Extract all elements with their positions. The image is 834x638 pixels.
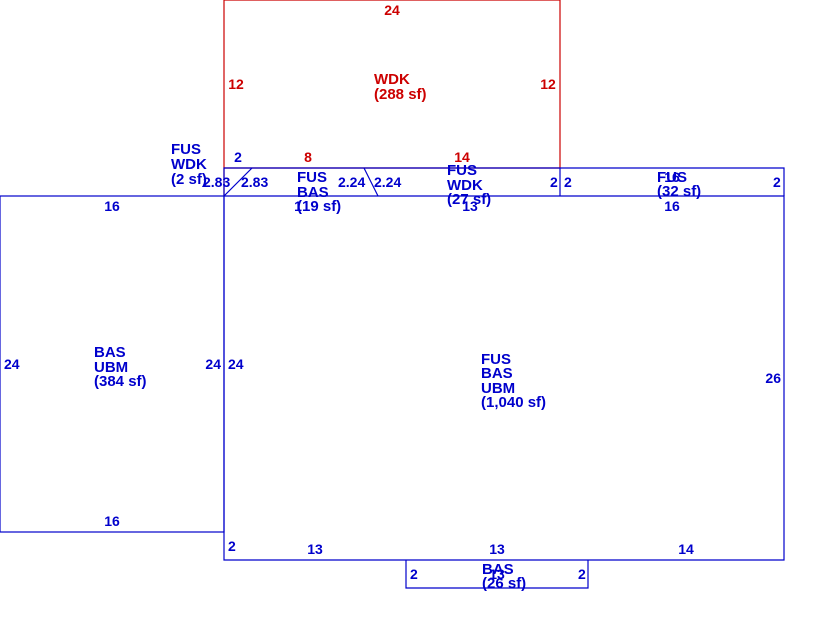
dim-left-right: 24 bbox=[205, 356, 221, 372]
dim-small-top: 2 bbox=[234, 149, 242, 165]
dim-main-bottom-a: 13 bbox=[307, 541, 323, 557]
area-line: (384 sf) bbox=[94, 373, 147, 390]
area-line: BAS bbox=[297, 184, 329, 201]
dim-wdk-top: 24 bbox=[384, 2, 400, 18]
dim-bump-left: 2 bbox=[410, 566, 418, 582]
area-line: FUS bbox=[171, 141, 201, 158]
dim-wdk-bottom-b: 14 bbox=[454, 149, 470, 165]
area-fus-bas-19: FUS BAS (19 sf) bbox=[297, 169, 341, 215]
dim-strip-g: 2 bbox=[773, 174, 781, 190]
area-line: BAS bbox=[481, 365, 513, 382]
dim-strip-f: 2 bbox=[564, 174, 572, 190]
dim-main-top-right: 16 bbox=[664, 198, 680, 214]
dim-bump-right: 2 bbox=[578, 566, 586, 582]
area-line: FUS bbox=[481, 351, 511, 368]
dim-strip-a: 2.83 bbox=[203, 174, 230, 190]
area-line: UBM bbox=[481, 380, 515, 397]
dim-left-bottom: 16 bbox=[104, 513, 120, 529]
area-bas-26: BAS (26 sf) bbox=[482, 561, 526, 592]
bottom-bump-outline bbox=[405, 560, 589, 589]
area-line: (1,040 sf) bbox=[481, 394, 546, 411]
area-line: BAS bbox=[482, 561, 514, 578]
area-fus-32: FUS (32 sf) bbox=[657, 169, 701, 200]
area-line: (27 sf) bbox=[447, 191, 491, 208]
top-strip-outline bbox=[223, 167, 785, 196]
dim-strip-b: 2.83 bbox=[241, 174, 268, 190]
area-bas-ubm-384: BAS UBM (384 sf) bbox=[94, 344, 147, 390]
area-line: WDK bbox=[447, 177, 483, 194]
dim-wdk-right: 12 bbox=[540, 76, 556, 92]
dim-main-bottom-b: 13 bbox=[489, 541, 505, 557]
area-line: WDK bbox=[171, 156, 207, 173]
area-line: (19 sf) bbox=[297, 198, 341, 215]
area-line: FUS bbox=[447, 162, 477, 179]
area-fus-wdk-small: FUS WDK (2 sf) bbox=[171, 141, 207, 188]
dim-strip-c: 2.24 bbox=[338, 174, 365, 190]
dim-main-bottom-c: 14 bbox=[678, 541, 694, 557]
dim-strip-e: 2 bbox=[550, 174, 558, 190]
dim-bump-top: 13 bbox=[489, 566, 505, 582]
dim-left-top: 16 bbox=[104, 198, 120, 214]
area-line: (2 sf) bbox=[171, 171, 207, 188]
dim-left-left: 24 bbox=[4, 356, 20, 372]
area-line: FUS bbox=[657, 169, 687, 186]
strip-diagonal-a bbox=[223, 167, 253, 197]
dim-main-left: 24 bbox=[228, 356, 244, 372]
strip-diagonal-b bbox=[363, 167, 379, 197]
dim-main-right: 26 bbox=[765, 370, 781, 386]
dim-wdk-left: 12 bbox=[228, 76, 244, 92]
area-line: UBM bbox=[94, 359, 128, 376]
dim-strip-d: 2.24 bbox=[374, 174, 401, 190]
dim-main-bottom-left: 2 bbox=[228, 538, 236, 554]
building-outlines bbox=[0, 167, 785, 589]
dim-strip-h: 16 bbox=[664, 169, 680, 185]
main-body-outline bbox=[223, 195, 785, 561]
area-line: FUS bbox=[297, 169, 327, 186]
area-line: (26 sf) bbox=[482, 575, 526, 592]
area-wdk-size: (288 sf) bbox=[374, 86, 427, 103]
area-wdk-code: WDK bbox=[374, 71, 410, 88]
dim-strip-k: 1 bbox=[294, 198, 302, 214]
area-line: BAS bbox=[94, 344, 126, 361]
area-line: (32 sf) bbox=[657, 183, 701, 200]
dim-wdk-bottom-a: 8 bbox=[304, 149, 312, 165]
area-fus-bas-ubm-1040: FUS BAS UBM (1,040 sf) bbox=[481, 351, 546, 411]
area-fus-wdk-27: FUS WDK (27 sf) bbox=[447, 162, 491, 208]
dim-strip-m: 13 bbox=[462, 198, 478, 214]
